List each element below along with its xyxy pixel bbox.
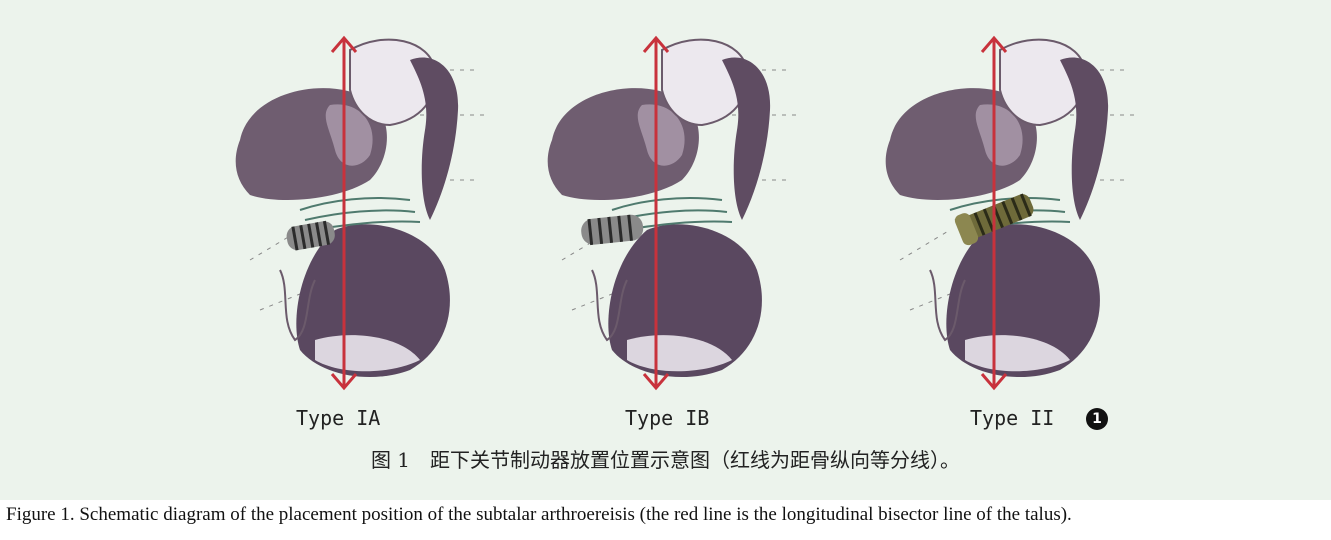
anatomy-panel-type-ib: [532, 30, 862, 400]
screw-implant: [580, 214, 644, 246]
figure-panel: Type IA Type IB Type II 1 图 1 距下关节制动器放置位…: [0, 0, 1331, 500]
subtalar-illustration: [532, 30, 862, 400]
numbered-marker: 1: [1086, 408, 1108, 430]
anatomy-panel-type-ia: [220, 30, 550, 400]
panel-label-type-ia: Type IA: [296, 406, 380, 430]
panel-label-type-ib: Type IB: [625, 406, 709, 430]
subtalar-illustration: [220, 30, 550, 400]
subtalar-illustration: [870, 30, 1200, 400]
anatomy-panels: [0, 0, 1331, 440]
anatomy-panel-type-ii: [870, 30, 1200, 400]
caption-chinese: 图 1 距下关节制动器放置位置示意图（红线为距骨纵向等分线）。: [0, 444, 1331, 473]
caption-english: Figure 1. Schematic diagram of the place…: [6, 504, 1331, 526]
panel-label-type-ii: Type II: [970, 406, 1054, 430]
